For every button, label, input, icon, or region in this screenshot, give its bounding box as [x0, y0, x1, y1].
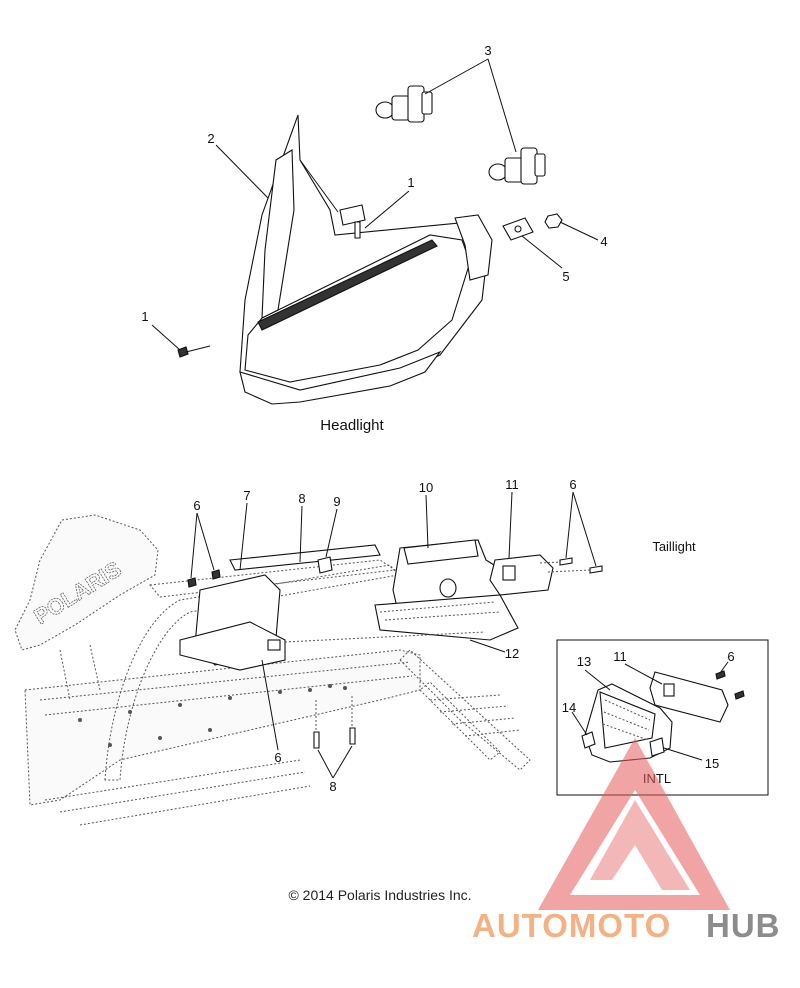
taillight-assembly — [284, 539, 603, 643]
intl-inset — [556, 639, 769, 796]
screw-6b — [211, 569, 221, 580]
clip-9 — [317, 556, 333, 574]
watermark-triangle-icon — [538, 738, 730, 910]
callout-7: 7 — [243, 488, 250, 503]
intl-bulb-15 — [649, 737, 665, 757]
bulb-upper — [375, 85, 433, 123]
headlight-bulbs — [375, 85, 546, 185]
headlight-lower-shell — [239, 350, 442, 405]
headlight-bezel-strip — [257, 239, 438, 331]
headlight-assembly — [177, 114, 493, 405]
headlight-left-bracket — [261, 149, 295, 319]
screw-6d — [589, 565, 603, 574]
callout-11-main: 11 — [505, 477, 519, 492]
callout-15: 15 — [705, 756, 719, 771]
headlight-label: Headlight — [320, 417, 384, 434]
watermark-logo — [538, 738, 730, 910]
headlight-right-tab — [454, 214, 493, 281]
seat — [14, 514, 159, 651]
copyright-notice: © 2014 Polaris Industries Inc. — [288, 887, 471, 903]
callout-1-left: 1 — [141, 309, 148, 324]
watermark-text-automoto: AUTOMOTO — [472, 907, 671, 944]
callout-14: 14 — [562, 700, 576, 715]
track-tread — [44, 759, 311, 826]
intl-bulb-14 — [581, 731, 596, 749]
callout-6-left: 6 — [193, 498, 200, 513]
screw-6c — [559, 557, 573, 566]
callout-8-upper: 8 — [298, 491, 305, 506]
taillight-label: Taillight — [652, 539, 696, 554]
support-rail — [229, 544, 381, 571]
mount-plate-lower — [179, 621, 286, 671]
callout-6-lower: 6 — [274, 750, 281, 765]
callout-10: 10 — [419, 480, 433, 495]
callout-13: 13 — [577, 654, 591, 669]
nut — [544, 213, 563, 229]
callout-11-intl: 11 — [613, 649, 627, 664]
callout-3: 3 — [484, 43, 491, 58]
screw-upper — [354, 221, 361, 239]
callout-5: 5 — [562, 269, 569, 284]
screw-left — [177, 346, 189, 358]
headlight-mount-tab — [339, 204, 366, 226]
callout-6-right: 6 — [569, 477, 576, 492]
taillight-housing-top — [403, 539, 479, 565]
callout-6-intl: 6 — [727, 649, 734, 664]
callout-2: 2 — [207, 131, 214, 146]
grab-bar — [104, 564, 399, 781]
callout-9: 9 — [333, 494, 340, 509]
watermark-text-hub: HUB — [706, 907, 781, 944]
taillight-bracket — [179, 544, 381, 749]
callout-1-upper: 1 — [407, 175, 414, 190]
taillight-lens-11 — [489, 554, 554, 596]
callout-8-lower: 8 — [329, 779, 336, 794]
clip-and-nut — [502, 213, 563, 241]
bracket-tab — [267, 639, 281, 651]
intl-screw-6b — [734, 690, 745, 700]
screw-8b — [349, 727, 356, 745]
screw-6a — [187, 577, 197, 588]
bulb-lower — [488, 147, 546, 185]
screw-8a — [313, 731, 320, 749]
callout-4: 4 — [600, 234, 607, 249]
rear-suspension — [399, 649, 531, 771]
callout-12: 12 — [505, 646, 519, 661]
taillight-base — [374, 594, 519, 641]
headlight-lens — [244, 234, 471, 383]
tunnel-side — [24, 649, 421, 806]
